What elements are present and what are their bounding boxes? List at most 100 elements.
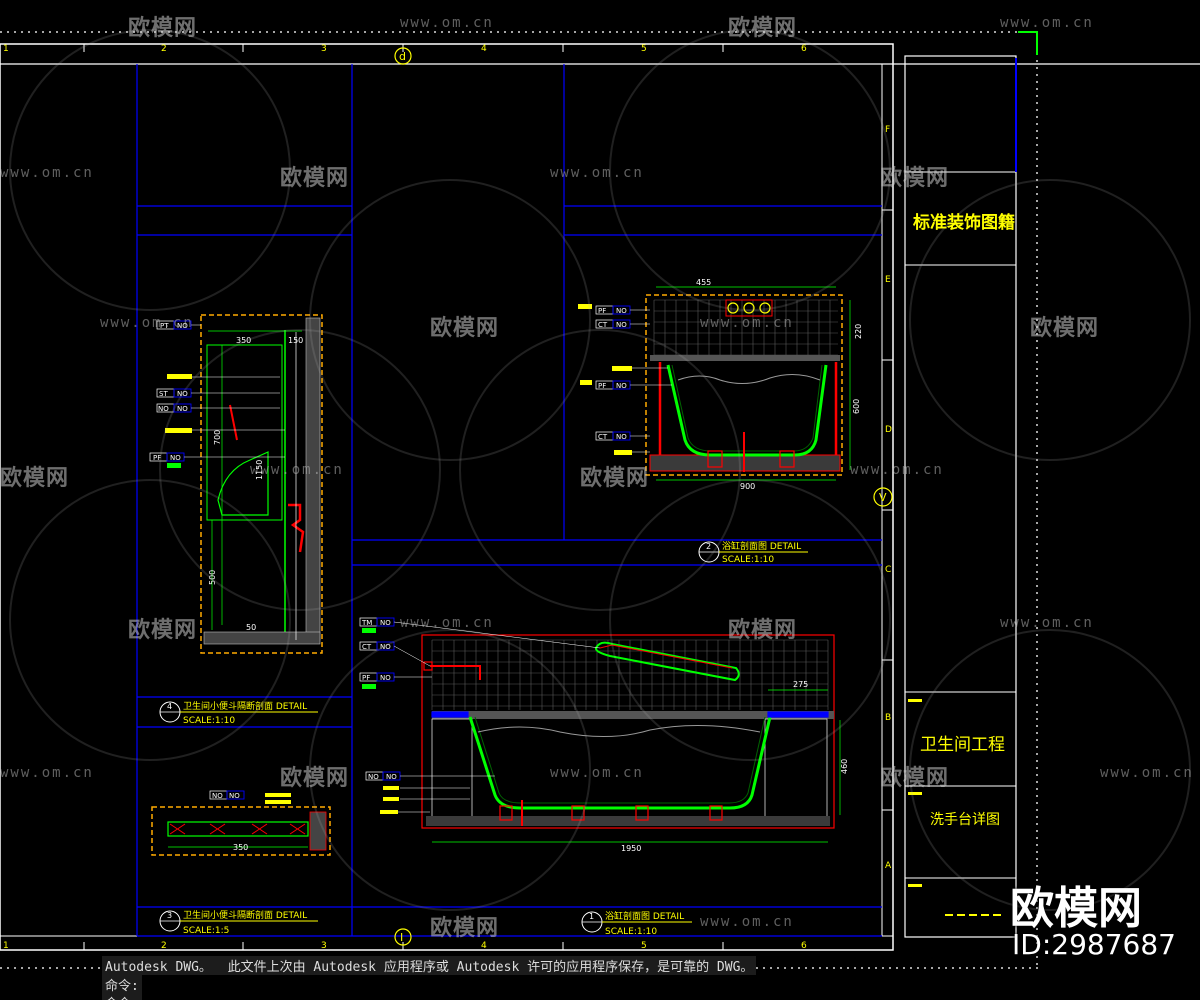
dim-urinal-h1: 700	[213, 430, 222, 445]
grid-column-label: 5	[641, 44, 647, 54]
material-tag: NO	[380, 643, 391, 651]
grid-column-label: 6	[801, 44, 807, 54]
watermark-url: www.om.cn	[400, 15, 494, 31]
watermark-brand: 欧模网	[128, 618, 198, 643]
grid-column-label: 6	[801, 941, 807, 951]
detail-scale: SCALE:1:10	[605, 927, 657, 937]
command-line-prompt[interactable]: 命令:	[102, 993, 142, 1000]
dim-urinal-bottom: 50	[246, 623, 256, 632]
material-tag: NO	[616, 307, 627, 315]
grid-column-label: 2	[161, 941, 167, 951]
dim-urinal-h2: 1150	[255, 460, 264, 480]
grid-row-label: A	[885, 861, 892, 871]
detail-scale: SCALE:1:5	[183, 926, 229, 936]
material-tag: CT	[598, 321, 608, 329]
grid-column-label: 5	[641, 941, 647, 951]
grid-column-label: 4	[481, 941, 487, 951]
material-tag: NO	[368, 773, 379, 781]
material-tag: NO	[616, 433, 627, 441]
axis-label-top: d	[399, 50, 406, 63]
watermark-brand: 欧模网	[0, 466, 70, 491]
watermark-brand: 欧模网	[728, 618, 798, 643]
material-tag: PF	[153, 454, 161, 462]
grid-column-label: 1	[3, 941, 9, 951]
detail-title: 卫生间小便斗隔断剖面 DETAIL	[183, 909, 307, 921]
material-tag: NO	[380, 619, 391, 627]
detail-title: 卫生间小便斗隔断剖面 DETAIL	[183, 700, 307, 712]
watermark-url: www.om.cn	[0, 765, 94, 781]
material-tag: PF	[598, 307, 606, 315]
command-line-history: 命令:	[102, 975, 142, 994]
material-tag: CT	[362, 643, 372, 651]
watermark-brand: 欧模网	[580, 466, 650, 491]
watermark-url: www.om.cn	[550, 165, 644, 181]
watermark-url: www.om.cn	[550, 765, 644, 781]
grid-column-label: 4	[481, 44, 487, 54]
dim-bath2-width: 900	[740, 482, 755, 491]
grid-row-label: C	[885, 565, 891, 575]
material-tag: NO	[616, 321, 627, 329]
material-tag: NO	[177, 322, 188, 330]
material-tag: CT	[598, 433, 608, 441]
grid-column-label: 3	[321, 44, 327, 54]
detail-3-plan-section: 350 NO NO	[151, 790, 331, 856]
detail-number: 1	[589, 912, 594, 921]
watermark-url: www.om.cn	[100, 315, 194, 331]
title-block-sheet-name: 洗手台详图	[930, 812, 1000, 828]
detail-number: 2	[706, 542, 711, 551]
detail-number: 4	[167, 702, 172, 711]
watermark-url: www.om.cn	[700, 315, 794, 331]
dim-bath2-h1: 220	[854, 324, 863, 339]
dim-plan-width: 350	[233, 843, 248, 852]
grid-row-label: E	[885, 275, 891, 285]
dim-bath2-top: 455	[696, 278, 711, 287]
material-tag: NO	[229, 792, 240, 800]
detail-title: 浴缸剖面图 DETAIL	[722, 540, 801, 552]
watermark-url: www.om.cn	[400, 615, 494, 631]
watermark-brand: 欧模网	[1030, 316, 1100, 341]
detail-title: 浴缸剖面图 DETAIL	[605, 910, 684, 922]
watermark-url: www.om.cn	[250, 462, 344, 478]
title-block-project-name: 卫生间工程	[920, 735, 1005, 755]
watermark-url: www.om.cn	[1000, 615, 1094, 631]
watermark-brand-large: 欧模网	[1010, 883, 1142, 934]
material-tag: PT	[160, 322, 169, 330]
dim-bath1-width: 1950	[621, 844, 641, 853]
title-block	[904, 55, 1017, 938]
dim-urinal-width: 350	[236, 336, 251, 345]
watermark-url: www.om.cn	[1100, 765, 1194, 781]
detail-number: 3	[167, 911, 172, 920]
watermark-brand: 欧模网	[280, 166, 350, 191]
grid-column-label: 2	[161, 44, 167, 54]
watermark-brand: 欧模网	[280, 766, 350, 791]
detail-2-bathtub-section: 455 900 220 600 PF NO CT NO PF NO CT NO	[578, 278, 863, 491]
material-tag: NO	[386, 773, 397, 781]
dim-bath1-side: 275	[793, 680, 808, 689]
material-tag: NO	[170, 454, 181, 462]
material-tag: NO	[158, 405, 169, 413]
material-tag: ST	[159, 390, 168, 398]
watermark-url: www.om.cn	[1000, 15, 1094, 31]
material-tag: TM	[361, 619, 372, 627]
detail-scale: SCALE:1:10	[183, 716, 235, 726]
watermark-brand: 欧模网	[880, 766, 950, 791]
detail-scale: SCALE:1:10	[722, 555, 774, 565]
detail-1-bathtub-section: 1950 275 460 TM NO CT NO PF NO NO NO	[359, 617, 849, 853]
material-tag: PF	[598, 382, 606, 390]
detail-labels: 4 3 2 1 卫生间小便斗隔断剖面 DETAIL SCALE:1:10 卫生间…	[159, 540, 808, 937]
axis-label-bottom: I	[400, 931, 403, 944]
watermark-brand: 欧模网	[430, 916, 500, 941]
material-tag: NO	[177, 405, 188, 413]
watermark-url: www.om.cn	[700, 914, 794, 930]
grid-row-label: B	[885, 713, 891, 723]
watermark-id: ID:2987687	[1012, 928, 1176, 961]
title-block-drawing-name: 标准装饰图籍	[913, 213, 1015, 233]
grid-column-label: 3	[321, 941, 327, 951]
material-tag: NO	[177, 390, 188, 398]
detail-4-urinal-section: 350 150 700 1150 500 50 PT NO ST NO NO N…	[149, 314, 323, 654]
material-tag: NO	[212, 792, 223, 800]
watermark-brand: 欧模网	[430, 316, 500, 341]
dim-bath1-h: 460	[840, 759, 849, 774]
material-tag: NO	[616, 382, 627, 390]
